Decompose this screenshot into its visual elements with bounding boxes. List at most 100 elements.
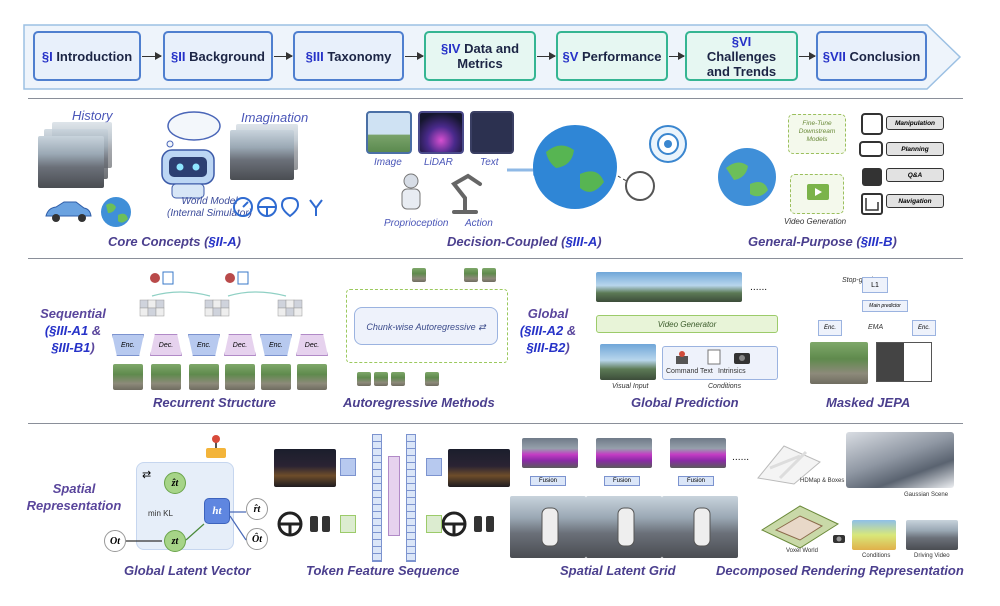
finetune-box bbox=[788, 114, 846, 154]
recurrent-structure-caption: Recurrent Structure bbox=[153, 395, 276, 410]
frame-thumbnail bbox=[357, 372, 371, 386]
caption-end: ) bbox=[236, 234, 241, 249]
earth-icon bbox=[101, 197, 131, 227]
hdmap-icon bbox=[757, 445, 821, 485]
frame-thumbnail bbox=[297, 364, 327, 390]
step-taxonomy[interactable]: §III Taxonomy bbox=[293, 31, 404, 81]
frame-thumbnail bbox=[374, 372, 388, 386]
step-section: §VI bbox=[731, 33, 752, 49]
caption-section: §III-A bbox=[565, 234, 598, 249]
step-label: Performance bbox=[582, 48, 662, 64]
step-label: Taxonomy bbox=[327, 48, 392, 64]
imagination-label: Imagination bbox=[241, 110, 309, 125]
label-line: Sequential bbox=[40, 306, 106, 321]
step-performance[interactable]: §V Performance bbox=[556, 31, 668, 81]
fusion-label: Fusion bbox=[538, 478, 557, 484]
steering-wheel-icon bbox=[277, 511, 330, 537]
frame-thumbnail bbox=[225, 364, 255, 390]
h-label: ht bbox=[212, 505, 222, 517]
steering-wheel-icon bbox=[441, 511, 494, 537]
label-section: (§III-A2 bbox=[519, 323, 564, 338]
token-frame bbox=[448, 449, 510, 487]
encoder-block: Enc. bbox=[260, 334, 292, 356]
driving-video-frame bbox=[906, 520, 958, 550]
pipeline-arrow bbox=[405, 51, 424, 60]
car-icon bbox=[45, 201, 92, 222]
condition-icons bbox=[676, 349, 750, 365]
step-section: §V bbox=[562, 48, 579, 64]
enc-label: Enc. bbox=[823, 325, 836, 331]
z-label: zt bbox=[171, 536, 179, 547]
task-label: Planning bbox=[901, 146, 929, 153]
enc-label: Enc. bbox=[196, 342, 211, 349]
step-conclusion[interactable]: §VII Conclusion bbox=[816, 31, 927, 81]
o-input-node: Ot bbox=[104, 530, 126, 552]
conditions-label: Conditions bbox=[862, 553, 891, 559]
world-model-label: World Model (Internal Simulator) bbox=[167, 196, 252, 220]
condition-command: Command bbox=[666, 368, 699, 375]
token-column bbox=[406, 434, 416, 562]
z-node: zt bbox=[164, 530, 186, 552]
task-pill-planning: Planning bbox=[886, 142, 944, 156]
label-close: ) bbox=[90, 340, 95, 355]
transformer-block bbox=[388, 456, 400, 536]
frame-thumbnail bbox=[189, 364, 219, 390]
label-section: §III-B2 bbox=[526, 340, 566, 355]
loss-label: L1 bbox=[871, 282, 879, 289]
o-hat-label: Ôt bbox=[252, 534, 262, 545]
enc-label: Enc. bbox=[917, 325, 930, 331]
pipeline-arrow bbox=[274, 51, 293, 60]
task-pill-qa: Q&A bbox=[886, 168, 944, 182]
predictor-box: Main predictor bbox=[862, 300, 908, 312]
token-frame bbox=[274, 449, 336, 487]
fusion-label: Fusion bbox=[612, 478, 631, 484]
decoder-block: Dec. bbox=[296, 334, 328, 356]
pipeline-arrow bbox=[799, 51, 816, 60]
voxel-world-label: Voxel World bbox=[786, 548, 818, 554]
step-data-and-metrics[interactable]: §IV Data and Metrics bbox=[424, 31, 536, 81]
frame-thumbnail bbox=[412, 268, 426, 282]
label-section: §III-B1 bbox=[51, 340, 91, 355]
task-label: Navigation bbox=[898, 198, 932, 205]
frame-thumbnail bbox=[464, 268, 478, 282]
enc-label: Enc. bbox=[268, 342, 283, 349]
label-line: Representation bbox=[26, 498, 122, 513]
caption-end: ) bbox=[892, 234, 897, 249]
seg-frame bbox=[670, 438, 726, 468]
step-section: §VII bbox=[822, 48, 846, 64]
lidar-label: LiDAR bbox=[424, 157, 453, 168]
frame-thumbnail bbox=[261, 364, 291, 390]
divider-1 bbox=[28, 98, 963, 99]
latent-arrows bbox=[126, 511, 247, 542]
step-label: Background bbox=[189, 48, 265, 64]
step-section: §III bbox=[305, 48, 324, 64]
step-challenges-and-trends[interactable]: §VI Challenges and Trends bbox=[685, 31, 798, 81]
step-introduction[interactable]: §I Introduction bbox=[33, 31, 141, 81]
robot-arm-icon bbox=[450, 173, 482, 214]
token-feature-sequence-caption: Token Feature Sequence bbox=[306, 563, 460, 578]
fusion-block: Fusion bbox=[530, 476, 566, 486]
o-hat-node: Ôt bbox=[246, 528, 268, 550]
z-hat-label: ẑt bbox=[171, 478, 179, 489]
frame-thumbnail bbox=[391, 372, 405, 386]
step-background[interactable]: §II Background bbox=[163, 31, 273, 81]
gaussian-scene-image bbox=[846, 432, 954, 488]
encoder-block: Enc. bbox=[818, 320, 842, 336]
label-amp: & bbox=[88, 323, 102, 338]
sequential-label: Sequential (§III-A1 & §III-B1) bbox=[28, 305, 118, 356]
imagination-frame bbox=[230, 130, 294, 180]
control-icons bbox=[233, 196, 323, 218]
image-modality-icon bbox=[366, 111, 412, 154]
decoder-block: Dec. bbox=[224, 334, 256, 356]
token-column bbox=[372, 434, 382, 562]
dec-label: Dec. bbox=[158, 342, 174, 349]
visual-input-strip bbox=[600, 344, 656, 380]
global-prediction-caption: Global Prediction bbox=[631, 395, 739, 410]
seg-frame bbox=[522, 438, 578, 468]
video-icon bbox=[807, 184, 829, 200]
ego-car-icon bbox=[541, 507, 711, 547]
step-label: Introduction bbox=[56, 48, 133, 64]
conditions-label: Conditions bbox=[708, 383, 742, 390]
pipeline-arrow bbox=[537, 51, 556, 60]
internal-simulator-text: (Internal Simulator) bbox=[167, 208, 253, 219]
